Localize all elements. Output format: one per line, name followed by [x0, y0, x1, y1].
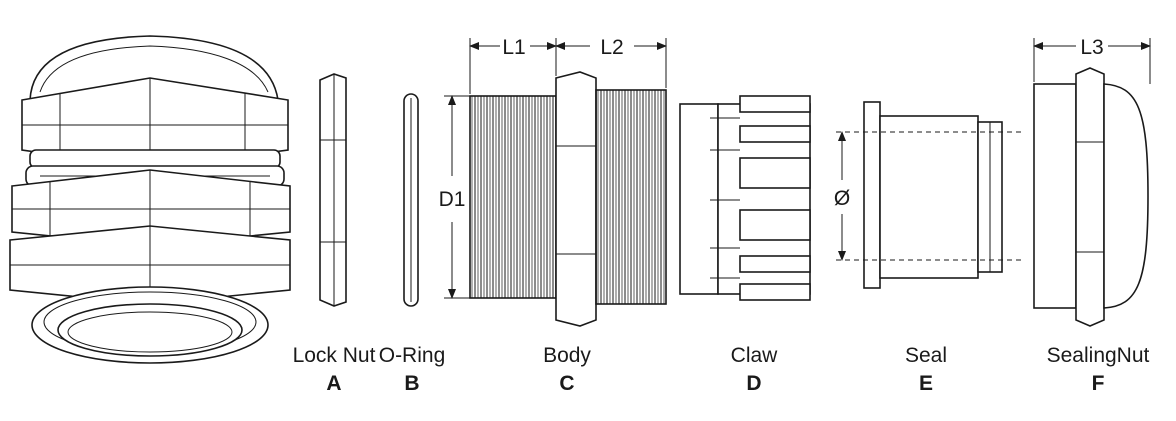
part-label-claw: Claw — [731, 344, 779, 367]
part-letter-d: D — [746, 372, 761, 395]
part-labels: Lock Nut A O-Ring B Body C Claw D Seal E… — [293, 344, 1150, 395]
seal-drawing — [836, 101, 1024, 289]
part-letter-b: B — [404, 372, 419, 395]
part-letter-a: A — [326, 372, 341, 395]
dimension-lines-l1-l2 — [469, 38, 667, 94]
part-label-body: Body — [543, 344, 591, 367]
dimension-l2-label: L2 — [600, 36, 623, 59]
o-ring-drawing — [403, 93, 419, 307]
dimension-l3-label: L3 — [1080, 36, 1103, 59]
assembled-gland-drawing — [9, 35, 291, 364]
claw-drawing — [679, 95, 811, 301]
dimension-line-d1 — [444, 95, 470, 299]
sealing-nut-drawing — [1033, 67, 1149, 327]
dimension-l1-label: L1 — [502, 36, 525, 59]
dimension-diameter-label: Ø — [834, 187, 850, 210]
part-label-seal: Seal — [905, 344, 947, 367]
lock-nut-drawing — [319, 73, 347, 307]
dimension-d1-label: D1 — [439, 188, 466, 211]
part-letter-f: F — [1092, 372, 1105, 395]
part-label-o-ring: O-Ring — [379, 344, 446, 367]
dimension-line-l3 — [1033, 38, 1151, 84]
body-drawing — [469, 71, 667, 327]
part-label-lock-nut: Lock Nut — [293, 344, 376, 367]
part-letter-c: C — [559, 372, 574, 395]
part-label-sealing-nut: SealingNut — [1047, 344, 1150, 367]
part-letter-e: E — [919, 372, 933, 395]
